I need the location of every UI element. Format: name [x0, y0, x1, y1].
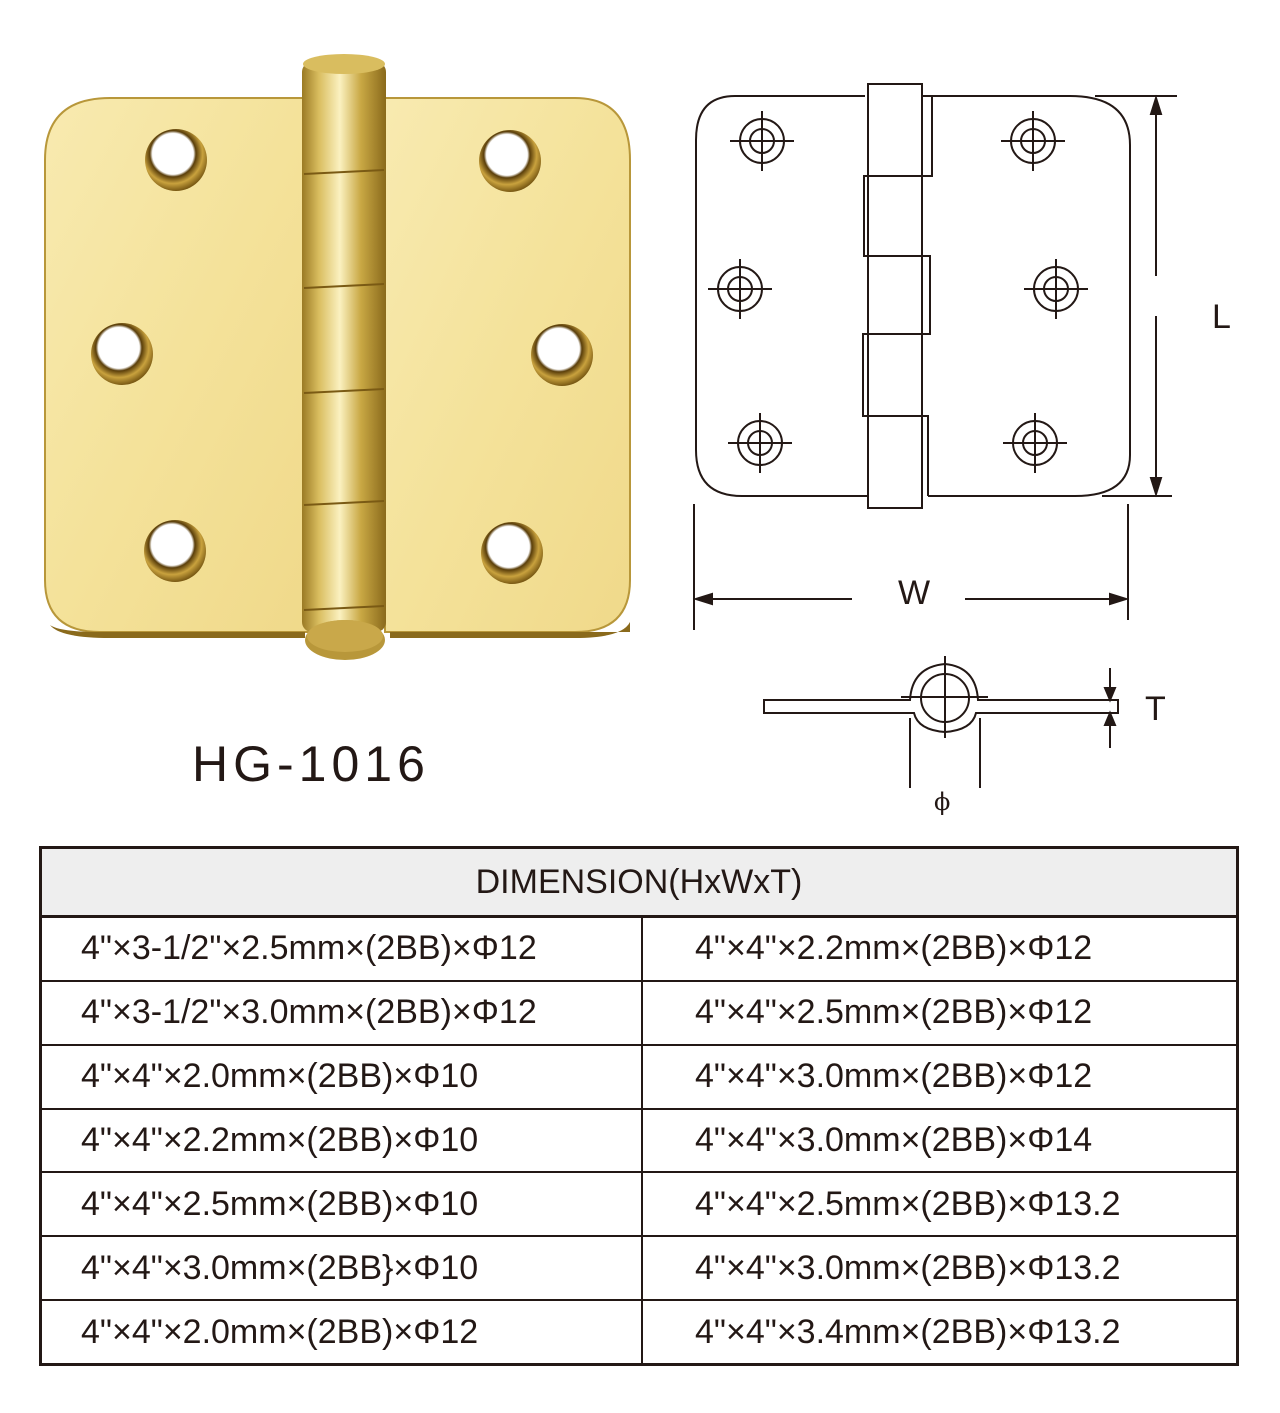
hinge-barrel: [302, 54, 386, 660]
hinge-right-leaf: [384, 97, 631, 633]
table-cell: 4"×4"×3.0mm×(2BB)×Φ12: [642, 1044, 1238, 1110]
hinge-product-photo: [44, 54, 631, 660]
table-cell: 4"×3-1/2"×2.5mm×(2BB)×Φ12: [40, 916, 643, 982]
screw-hole-icon: [91, 323, 153, 385]
table-cell: 4"×4"×3.0mm×(2BB)×Φ14: [642, 1108, 1238, 1174]
table-row: 4"×4"×2.2mm×(2BB)×Φ10 4"×4"×3.0mm×(2BB)×…: [40, 1108, 1238, 1174]
screw-hole-symbols: [708, 111, 1088, 473]
table-row: 4"×4"×2.0mm×(2BB)×Φ10 4"×4"×3.0mm×(2BB)×…: [40, 1044, 1238, 1110]
table-cell: 4"×4"×2.0mm×(2BB)×Φ10: [40, 1044, 643, 1110]
table-row: 4"×4"×2.5mm×(2BB)×Φ10 4"×4"×2.5mm×(2BB)×…: [40, 1172, 1238, 1238]
model-number: HG-1016: [192, 736, 430, 792]
thickness-label: T: [1145, 690, 1166, 728]
length-dimension-line: [1095, 94, 1177, 498]
table-cell: 4"×4"×3.0mm×(2BB)×Φ13.2: [642, 1236, 1238, 1302]
screw-hole-icon: [144, 520, 206, 582]
pin-diameter-label: ϕ: [934, 788, 951, 816]
table-header: DIMENSION(HxWxT): [40, 847, 1238, 918]
table-cell: 4"×4"×2.0mm×(2BB)×Φ12: [40, 1300, 643, 1365]
table-cell: 4"×4"×3.4mm×(2BB)×Φ13.2: [695, 1312, 1121, 1351]
table-cell: 4"×3-1/2"×3.0mm×(2BB)×Φ12: [40, 980, 643, 1046]
table-cell: 4"×4"×2.5mm×(2BB)×Φ12: [642, 980, 1238, 1046]
table-cell: 4"×4"×2.2mm×(2BB)×Φ10: [40, 1108, 643, 1174]
table-row: 4"×4"×2.0mm×(2BB)×Φ12 4"×4"×3.4mm×(2BB)×…: [40, 1300, 1238, 1365]
screw-hole-icon: [531, 324, 593, 386]
screw-hole-icon: [479, 130, 541, 192]
length-label: L: [1212, 298, 1231, 336]
screw-hole-icon: [145, 129, 207, 191]
width-label: W: [898, 574, 931, 612]
dimension-table: DIMENSION(HxWxT) 4"×3-1/2"×2.5mm×(2BB)×Φ…: [39, 846, 1239, 1366]
hinge-cross-section-drawing: [763, 656, 1119, 788]
width-dimension-line: [692, 504, 1130, 630]
thickness-dimension-line: [1103, 668, 1117, 748]
hinge-left-leaf: [44, 97, 311, 633]
table-cell: 4"×4"×2.5mm×(2BB)×Φ13.2: [642, 1172, 1238, 1238]
table-cell: 4"×4"×2.2mm×(2BB)×Φ12: [642, 916, 1238, 982]
screw-hole-icon: [481, 522, 543, 584]
table-row: 4"×3-1/2"×2.5mm×(2BB)×Φ12 4"×4"×2.2mm×(2…: [40, 916, 1238, 982]
table-row: 4"×3-1/2"×3.0mm×(2BB)×Φ12 4"×4"×2.5mm×(2…: [40, 980, 1238, 1046]
table-cell: 4"×4"×3.0mm×(2BB}×Φ10: [40, 1236, 643, 1302]
table-row: 4"×4"×3.0mm×(2BB}×Φ10 4"×4"×3.0mm×(2BB)×…: [40, 1236, 1238, 1302]
hinge-front-view-drawing: [692, 83, 1177, 630]
screw-holes: [91, 129, 593, 584]
table-cell: 4"×4"×2.5mm×(2BB)×Φ10: [40, 1172, 643, 1238]
